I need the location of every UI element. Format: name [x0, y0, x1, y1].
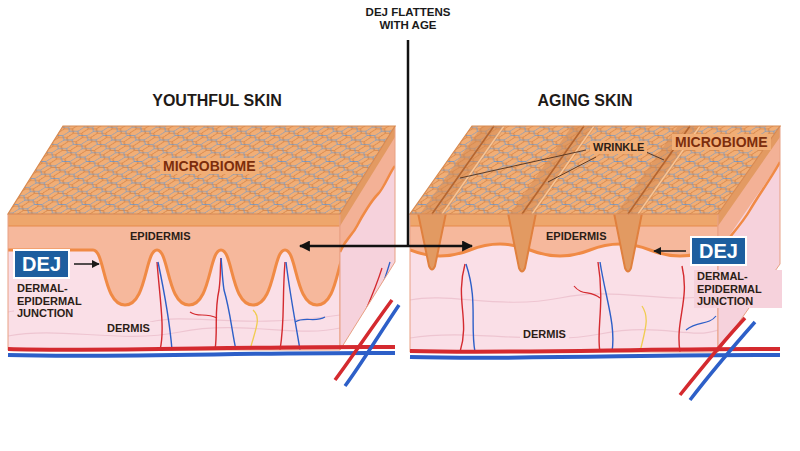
layer-label: DERMIS — [104, 322, 153, 335]
stratum-corneum — [8, 214, 340, 226]
microbiome-net — [410, 126, 780, 214]
capillary — [215, 258, 221, 350]
artery — [410, 349, 780, 352]
wrinkle-fold — [614, 213, 642, 272]
badge-text: DEJ — [699, 239, 738, 263]
layer-label: DERMIS — [520, 328, 569, 341]
collagen-fiber — [410, 294, 718, 302]
junction-badge: DEJ — [13, 249, 70, 279]
artery — [8, 347, 395, 350]
skin-surface — [8, 126, 395, 214]
leader-line — [548, 157, 596, 182]
skin-surface — [410, 126, 780, 214]
capillary — [190, 312, 217, 318]
leader-arrow — [654, 250, 686, 252]
corneum-edge — [410, 225, 718, 226]
wrinkle-crease — [432, 126, 690, 214]
face-outline — [410, 214, 718, 352]
badge-text: DEJ — [22, 252, 61, 276]
double-arrow — [300, 245, 472, 248]
wrinkle-highlight — [442, 126, 700, 214]
surface-cells — [410, 126, 780, 214]
face-outline — [8, 214, 340, 350]
junction-badge: DEJ — [690, 236, 747, 266]
surface-cells — [8, 126, 395, 214]
aging-skin-block — [410, 126, 780, 400]
vein — [690, 322, 755, 400]
capillary — [280, 262, 285, 350]
youthful-skin-block — [8, 126, 399, 386]
microbiome-net — [8, 126, 395, 214]
wrinkle-fold — [418, 213, 446, 270]
panel-heading: YOUTHFUL SKIN — [117, 92, 317, 110]
artery — [680, 318, 745, 395]
vein — [686, 316, 716, 330]
vein — [466, 264, 475, 352]
collagen-fiber — [8, 328, 340, 337]
leader-arrow — [74, 263, 99, 265]
nerve — [250, 310, 257, 350]
capillary — [574, 286, 600, 298]
surface-outline — [410, 126, 780, 214]
annotation-label: DEJ FLATTENS WITH AGE — [353, 6, 463, 32]
collagen-fiber — [150, 315, 340, 322]
layer-label: MICROBIOME — [160, 158, 259, 174]
dermis-fibers — [8, 214, 349, 350]
capillary — [460, 264, 465, 352]
vein — [295, 317, 325, 322]
layer-label: MICROBIOME — [672, 134, 771, 150]
vein — [345, 305, 399, 386]
annotation-lines — [74, 40, 686, 264]
capillary — [679, 266, 684, 352]
artery — [335, 300, 392, 380]
stratum-corneum — [410, 214, 718, 226]
panel-heading: AGING SKIN — [485, 92, 685, 110]
callout-label: DERMAL-EPIDERMAL JUNCTION — [694, 270, 782, 308]
callout-label: DERMAL-EPIDERMAL JUNCTION — [14, 282, 98, 320]
callout-label: WRINKLE — [590, 141, 647, 154]
leader-line — [646, 152, 664, 160]
nerve — [640, 306, 646, 352]
vein — [8, 353, 395, 356]
wrinkle-fold — [508, 213, 536, 272]
vein — [362, 262, 390, 345]
leader-line — [460, 150, 586, 178]
pointer-line — [407, 40, 410, 246]
capillary — [598, 262, 601, 352]
surface-outline — [8, 126, 395, 214]
layer-label: EPIDERMIS — [130, 230, 191, 243]
vein — [600, 262, 613, 352]
layer-label: EPIDERMIS — [546, 230, 607, 243]
corneum-edge — [8, 225, 340, 226]
